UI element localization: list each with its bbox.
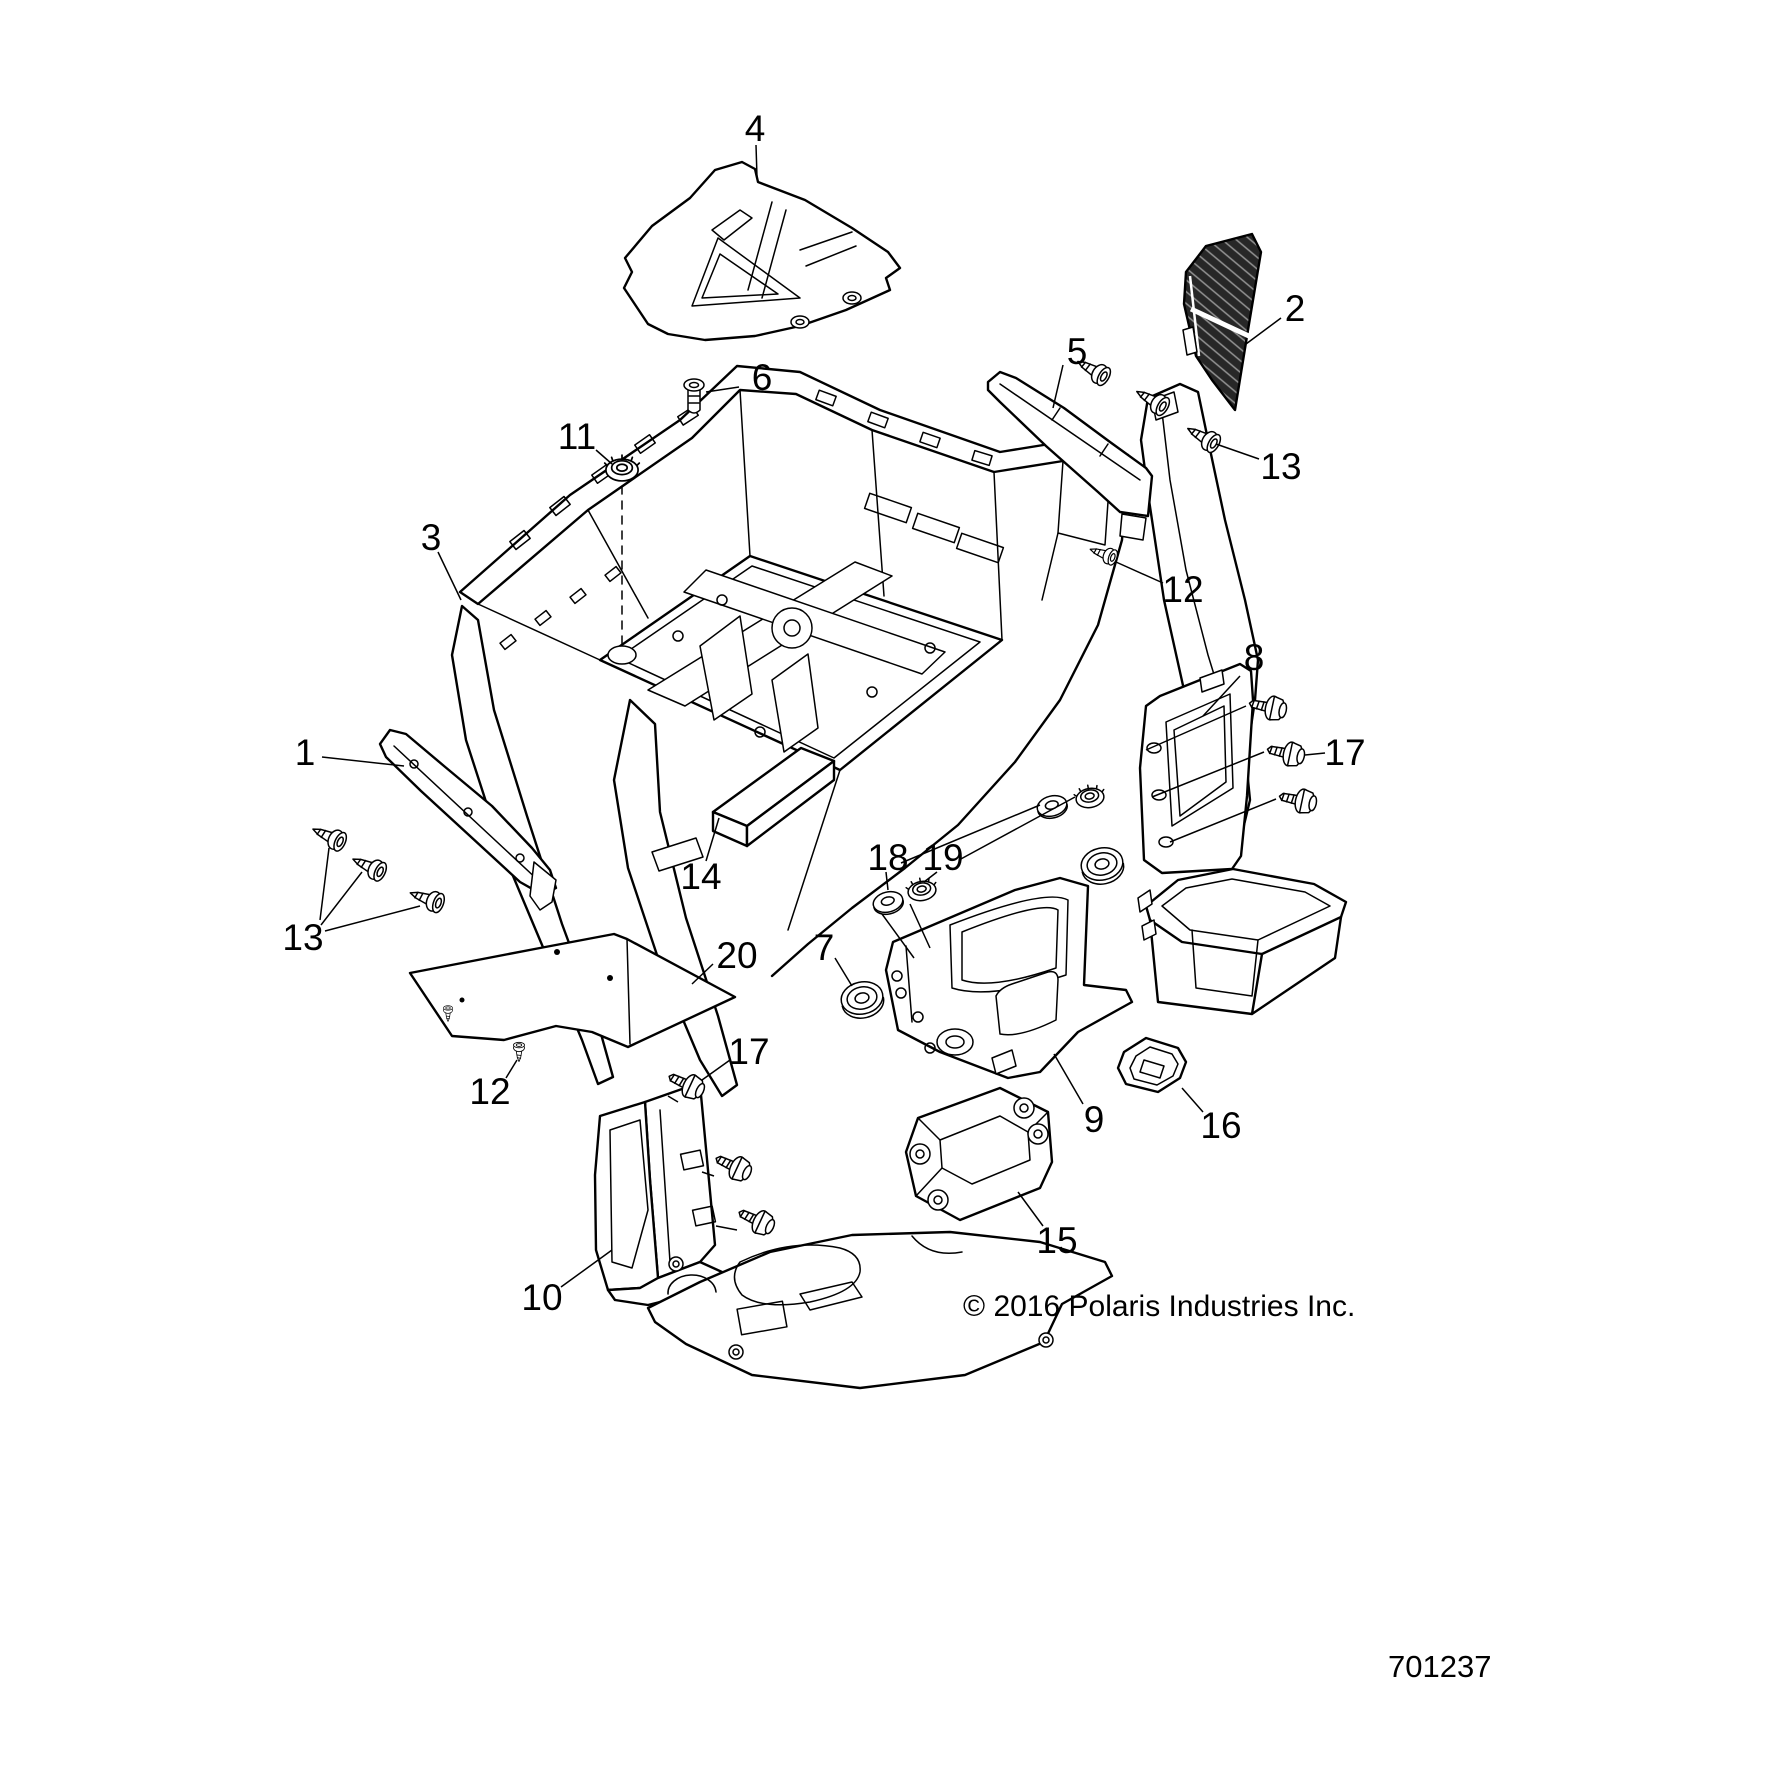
part-2-vent-grille (1182, 232, 1263, 412)
washer-18 (1034, 791, 1071, 823)
callout-label: 7 (814, 927, 835, 968)
washer-install-lines (881, 903, 931, 959)
callout-label: 3 (421, 517, 442, 558)
callout-label: 12 (1162, 569, 1203, 610)
callout-label: 17 (1324, 732, 1365, 773)
callout-label: 8 (1244, 637, 1265, 678)
screw-12 (1086, 541, 1120, 567)
fasteners (307, 352, 1320, 1240)
callout-label: 6 (752, 357, 773, 398)
screw-6 (683, 378, 705, 414)
wall-slots (499, 565, 622, 651)
callout-label: 5 (1067, 331, 1088, 372)
callout-3: 3 (421, 517, 462, 601)
nut-19 (904, 874, 940, 904)
callout-17-right: 17 (1304, 732, 1366, 773)
callout-17-lower: 17 (701, 1031, 770, 1081)
part-1-rail-trim (378, 728, 558, 911)
callout-1: 1 (295, 732, 405, 773)
callout-14: 14 (680, 817, 722, 897)
callout-10: 10 (521, 1249, 613, 1318)
callout-label: 17 (728, 1031, 769, 1072)
callout-12-lower: 12 (469, 1059, 518, 1112)
bolt-pointer-lines (667, 1095, 738, 1231)
figure-number: 701237 (1388, 1649, 1491, 1684)
part-10-corner-bracket (593, 1087, 1114, 1390)
bolt-17 (710, 1146, 756, 1186)
callout-13-right: 13 (1215, 443, 1302, 487)
callout-label: 19 (922, 837, 963, 878)
part-5-pillar-trim (986, 370, 1154, 541)
callout-20: 20 (691, 935, 758, 985)
callout-16: 16 (1181, 1087, 1242, 1146)
callout-15: 15 (1017, 1191, 1078, 1261)
callout-7: 7 (814, 927, 853, 987)
callouts: 1 2 3 4 5 6 7 8 (282, 108, 1365, 1318)
part-4-box-cover (622, 160, 902, 342)
bolt-17 (1276, 783, 1320, 817)
callout-label: 15 (1036, 1220, 1077, 1261)
part-15-mount-bracket (904, 1086, 1054, 1222)
callout-label: 4 (745, 108, 766, 149)
callout-label: 2 (1285, 288, 1306, 329)
callout-label: 9 (1084, 1099, 1105, 1140)
callout-11: 11 (558, 416, 613, 465)
callout-12-upper: 12 (1115, 561, 1204, 610)
push-rivet-13 (406, 882, 448, 915)
callout-19: 19 (922, 796, 1076, 883)
nut-19 (1072, 781, 1108, 811)
rim-slots (509, 389, 993, 551)
callout-label: 10 (521, 1277, 562, 1318)
callout-label: 13 (282, 917, 323, 958)
callout-label: 14 (680, 856, 721, 897)
callout-label: 13 (1260, 446, 1301, 487)
bolt-17 (733, 1200, 779, 1240)
part-16-latch-handle (1116, 1036, 1188, 1094)
copyright-text: © 2016 Polaris Industries Inc. (963, 1290, 1355, 1323)
callout-8: 8 (1202, 637, 1265, 717)
callout-label: 1 (295, 732, 316, 773)
grommet-7 (1077, 843, 1128, 889)
bolt-pointer-lines (1145, 705, 1277, 843)
callout-label: 12 (469, 1071, 510, 1112)
callout-2: 2 (1245, 288, 1306, 345)
washer-18 (870, 887, 907, 919)
callout-9: 9 (1053, 1053, 1105, 1140)
callout-label: 20 (716, 935, 757, 976)
grommet-7 (837, 977, 888, 1023)
floor-details (672, 492, 1005, 738)
push-rivet-13 (347, 849, 390, 884)
part-20-mat-panel (408, 932, 737, 1049)
callout-5: 5 (1052, 331, 1088, 409)
bolt-17 (1264, 736, 1308, 770)
callout-4: 4 (745, 108, 766, 178)
callout-label: 11 (558, 416, 596, 457)
callout-18: 18 (867, 804, 1041, 891)
callout-label: 16 (1200, 1105, 1241, 1146)
part-9-support-panel (884, 876, 1134, 1080)
part-14-foam-pad (711, 746, 836, 848)
screw-12 (513, 1041, 525, 1062)
callout-label: 18 (867, 837, 908, 878)
callout-13-left: 13 (282, 847, 421, 958)
part-8-storage-box (1137, 662, 1348, 1016)
callout-6: 6 (705, 357, 773, 398)
